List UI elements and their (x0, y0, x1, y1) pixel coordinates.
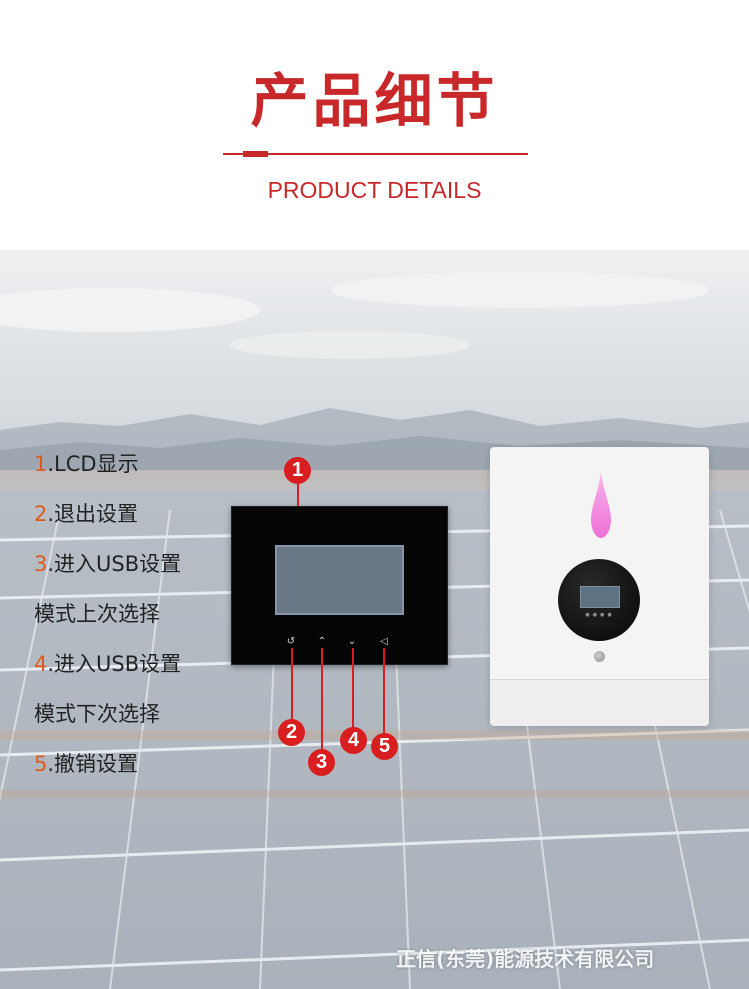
callout-marker-2: 2 (278, 719, 305, 746)
inverter-bottom-panel (490, 679, 709, 726)
feature-usb-next-cont: 模式下次选择 (34, 702, 160, 726)
callout-line-3 (321, 648, 323, 752)
title-divider-accent (243, 151, 268, 157)
up-arrow-icon: ⌃ (317, 636, 327, 647)
inverter-lcd-screen (580, 586, 620, 608)
control-panel: ↺ ⌃ ⌄ ◁ (231, 506, 448, 665)
page-title: 产品细节 (250, 67, 499, 135)
lcd-screen (275, 545, 404, 615)
down-arrow-icon: ⌄ (347, 636, 357, 647)
feature-exit-settings: 2.退出设置 (34, 502, 139, 526)
cancel-icon: ◁ (380, 636, 388, 647)
feature-usb-previous-cont: 模式上次选择 (34, 602, 160, 626)
flame-light-icon (591, 472, 611, 538)
callout-line-1 (297, 482, 299, 506)
feature-usb-next: 4.进入USB设置 (34, 652, 182, 676)
inverter-unit: ●●●● (490, 447, 709, 726)
inverter-display-disc: ●●●● (558, 559, 640, 641)
page-subtitle: PRODUCT DETAILS (267, 177, 482, 203)
inverter-button-row: ●●●● (585, 612, 615, 618)
feature-lcd-display: 1.LCD显示 (34, 452, 139, 476)
callout-marker-4: 4 (340, 727, 367, 754)
callout-line-4 (352, 648, 354, 730)
status-led-icon (594, 651, 605, 662)
title-divider (223, 153, 528, 155)
company-watermark: 正信(东莞)能源技术有限公司 (396, 947, 655, 971)
callout-line-2 (291, 648, 293, 724)
callout-line-5 (383, 648, 385, 736)
callout-marker-5: 5 (371, 733, 398, 760)
header: 产品细节 PRODUCT DETAILS (0, 0, 749, 250)
back-arrow-icon: ↺ (286, 636, 296, 647)
feature-usb-previous: 3.进入USB设置 (34, 552, 182, 576)
callout-marker-3: 3 (308, 749, 335, 776)
feature-cancel-settings: 5.撤销设置 (34, 752, 139, 776)
callout-marker-1: 1 (284, 457, 311, 484)
